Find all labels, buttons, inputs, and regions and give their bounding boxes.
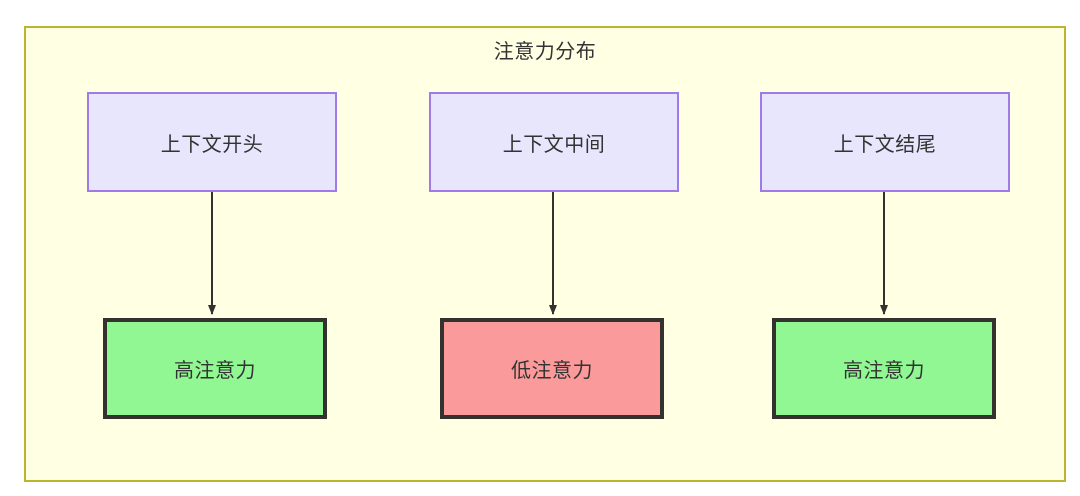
node-context-end[interactable]: 上下文结尾 [760, 92, 1010, 192]
node-high-attention-start[interactable]: 高注意力 [103, 318, 327, 419]
node-label: 上下文中间 [502, 133, 606, 156]
node-label: 上下文结尾 [833, 133, 937, 156]
node-label: 上下文开头 [160, 133, 264, 156]
node-context-start[interactable]: 上下文开头 [87, 92, 337, 192]
node-label: 低注意力 [511, 360, 593, 382]
node-low-attention-middle[interactable]: 低注意力 [440, 318, 664, 419]
node-label: 高注意力 [843, 360, 925, 382]
node-label: 高注意力 [174, 360, 256, 382]
node-context-middle[interactable]: 上下文中间 [429, 92, 679, 192]
subgraph-title: 注意力分布 [493, 41, 597, 63]
node-high-attention-end[interactable]: 高注意力 [772, 318, 996, 419]
